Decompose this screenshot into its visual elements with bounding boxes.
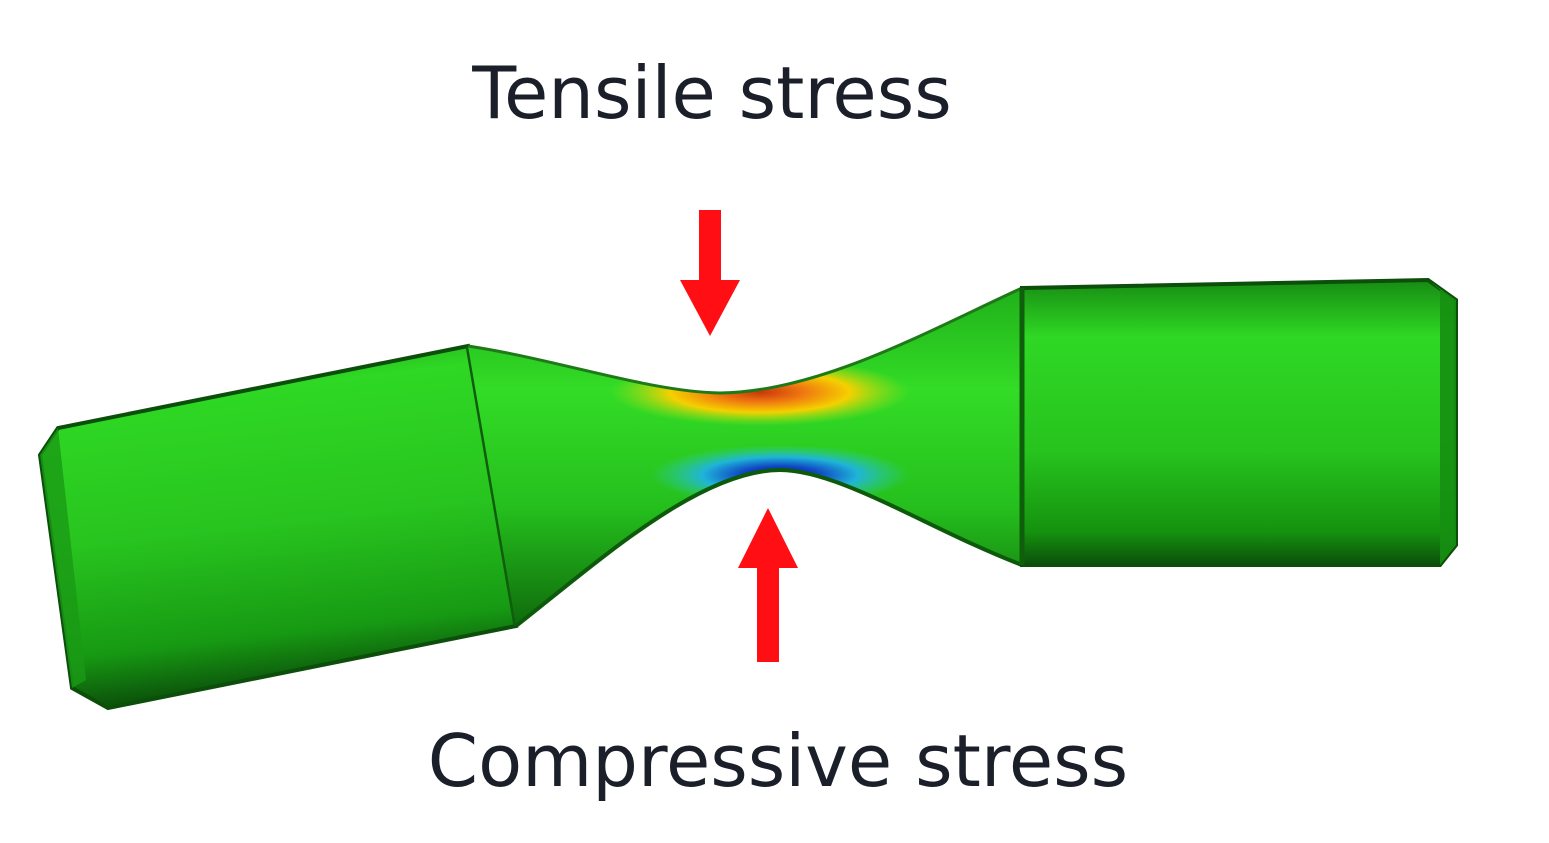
- arrow-up-icon: [738, 508, 798, 662]
- tension-zone: [610, 358, 910, 426]
- left-grip: [37, 343, 519, 711]
- right-grip: [1019, 277, 1458, 567]
- arrow-down-icon: [680, 210, 740, 336]
- tensile-stress-label: Tensile stress: [471, 51, 951, 135]
- specimen-neck: [467, 286, 1023, 628]
- compressive-stress-label: Compressive stress: [428, 719, 1128, 803]
